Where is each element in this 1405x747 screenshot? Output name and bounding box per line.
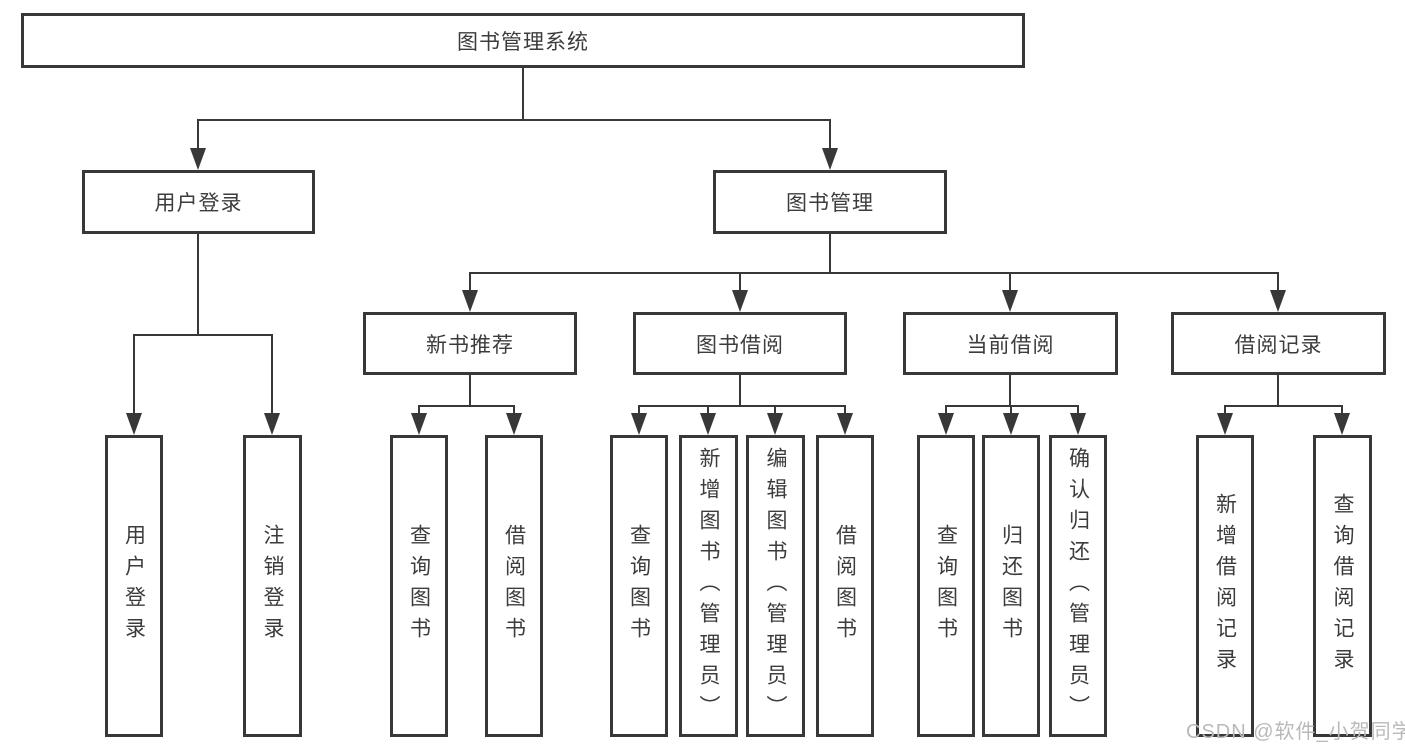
connector-drop — [1277, 272, 1279, 292]
leaf-query-borrow-record: 查询借阅记录 — [1313, 435, 1372, 737]
connector-drop — [707, 405, 709, 415]
connector-drop — [844, 405, 846, 415]
leaf-label: 查询图书 — [627, 524, 651, 648]
connector-drop — [271, 334, 273, 414]
leaf-label: 归还图书 — [999, 524, 1023, 648]
node-label: 用户登录 — [154, 192, 243, 215]
arrowhead-down — [732, 290, 748, 312]
connector-new-book-stem — [469, 375, 471, 407]
arrowhead-down — [462, 290, 478, 312]
connector-drop — [1341, 405, 1343, 415]
node-label: 图书管理 — [786, 192, 874, 215]
arrowhead-down — [1002, 290, 1018, 312]
connector-book-mgmt-stem — [829, 234, 831, 274]
leaf-query-books-current: 查询图书 — [917, 435, 975, 737]
connector-drop — [513, 405, 515, 415]
leaf-return-book: 归还图书 — [982, 435, 1040, 737]
leaf-label: 借阅图书 — [833, 524, 857, 648]
arrowhead-down — [1003, 413, 1019, 435]
connector-current-borrow-branch — [945, 405, 1079, 407]
connector-drop — [829, 119, 831, 150]
leaf-label: 新增图书（管理员） — [697, 446, 720, 726]
leaf-add-borrow-record: 新增借阅记录 — [1196, 435, 1254, 737]
connector-drop — [1224, 405, 1226, 415]
arrowhead-down — [837, 413, 853, 435]
leaf-label: 注销登录 — [261, 524, 284, 648]
arrowhead-down — [822, 148, 838, 170]
arrowhead-down — [506, 413, 522, 435]
connector-drop — [638, 405, 640, 415]
arrowhead-down — [190, 148, 206, 170]
leaf-add-book-admin: 新增图书（管理员） — [679, 435, 738, 737]
arrowhead-down — [700, 413, 716, 435]
arrowhead-down — [631, 413, 647, 435]
connector-user-login-stem — [197, 234, 199, 336]
node-new-book-recommend: 新书推荐 — [363, 312, 577, 375]
connector-drop — [469, 272, 471, 292]
connector-drop — [739, 272, 741, 292]
leaf-label: 借阅图书 — [502, 524, 526, 648]
arrowhead-down — [411, 413, 427, 435]
leaf-label: 新增借阅记录 — [1213, 493, 1237, 679]
connector-drop — [774, 405, 776, 415]
arrowhead-down — [938, 413, 954, 435]
leaf-user-login: 用户登录 — [105, 435, 163, 737]
leaf-borrow-books-borrow: 借阅图书 — [816, 435, 874, 737]
node-label: 当前借阅 — [966, 333, 1055, 357]
leaf-borrow-books-recommend: 借阅图书 — [485, 435, 543, 737]
leaf-edit-book-admin: 编辑图书（管理员） — [746, 435, 805, 737]
node-current-borrow: 当前借阅 — [903, 312, 1118, 375]
connector-current-borrow-stem — [1009, 375, 1011, 407]
leaf-query-books-recommend: 查询图书 — [390, 435, 448, 737]
connector-drop — [1077, 405, 1079, 415]
node-label: 借阅记录 — [1234, 333, 1323, 357]
leaf-query-books-borrow: 查询图书 — [610, 435, 668, 737]
connector-drop — [945, 405, 947, 415]
connector-borrow-records-branch — [1224, 405, 1343, 407]
leaf-label: 查询借阅记录 — [1331, 493, 1354, 679]
connector-root-branch — [197, 119, 831, 121]
connector-drop — [1009, 272, 1011, 292]
node-book-borrow: 图书借阅 — [633, 312, 847, 375]
node-label: 新书推荐 — [426, 333, 514, 357]
connector-drop — [418, 405, 420, 415]
arrowhead-down — [1070, 413, 1086, 435]
arrowhead-down — [1334, 413, 1350, 435]
node-library-management-system: 图书管理系统 — [21, 13, 1025, 68]
csdn-watermark: CSDN @软件_小贺同学 — [1186, 721, 1405, 743]
connector-drop — [133, 334, 135, 414]
connector-book-mgmt-branch — [469, 272, 1279, 274]
connector-book-borrow-stem — [739, 375, 741, 407]
connector-book-borrow-branch — [638, 405, 846, 407]
node-borrow-records: 借阅记录 — [1171, 312, 1386, 375]
leaf-label: 查询图书 — [407, 524, 431, 648]
connector-user-login-branch — [133, 334, 273, 336]
node-book-management: 图书管理 — [713, 170, 947, 234]
connector-drop — [1010, 405, 1012, 415]
leaf-label: 编辑图书（管理员） — [764, 446, 787, 726]
arrowhead-down — [767, 413, 783, 435]
arrowhead-down — [1217, 413, 1233, 435]
leaf-logout: 注销登录 — [243, 435, 302, 737]
leaf-confirm-return-admin: 确认归还（管理员） — [1049, 435, 1107, 737]
arrowhead-down — [126, 413, 142, 435]
connector-drop — [197, 119, 199, 150]
node-label: 图书管理系统 — [457, 30, 589, 54]
leaf-label: 确认归还（管理员） — [1066, 446, 1090, 726]
connector-root-stem — [522, 68, 524, 121]
leaf-label: 用户登录 — [122, 524, 146, 648]
connector-new-book-branch — [418, 405, 515, 407]
arrowhead-down — [1270, 290, 1286, 312]
leaf-label: 查询图书 — [934, 524, 958, 648]
connector-borrow-records-stem — [1277, 375, 1279, 407]
node-user-login: 用户登录 — [82, 170, 315, 234]
arrowhead-down — [264, 413, 280, 435]
node-label: 图书借阅 — [696, 333, 784, 357]
